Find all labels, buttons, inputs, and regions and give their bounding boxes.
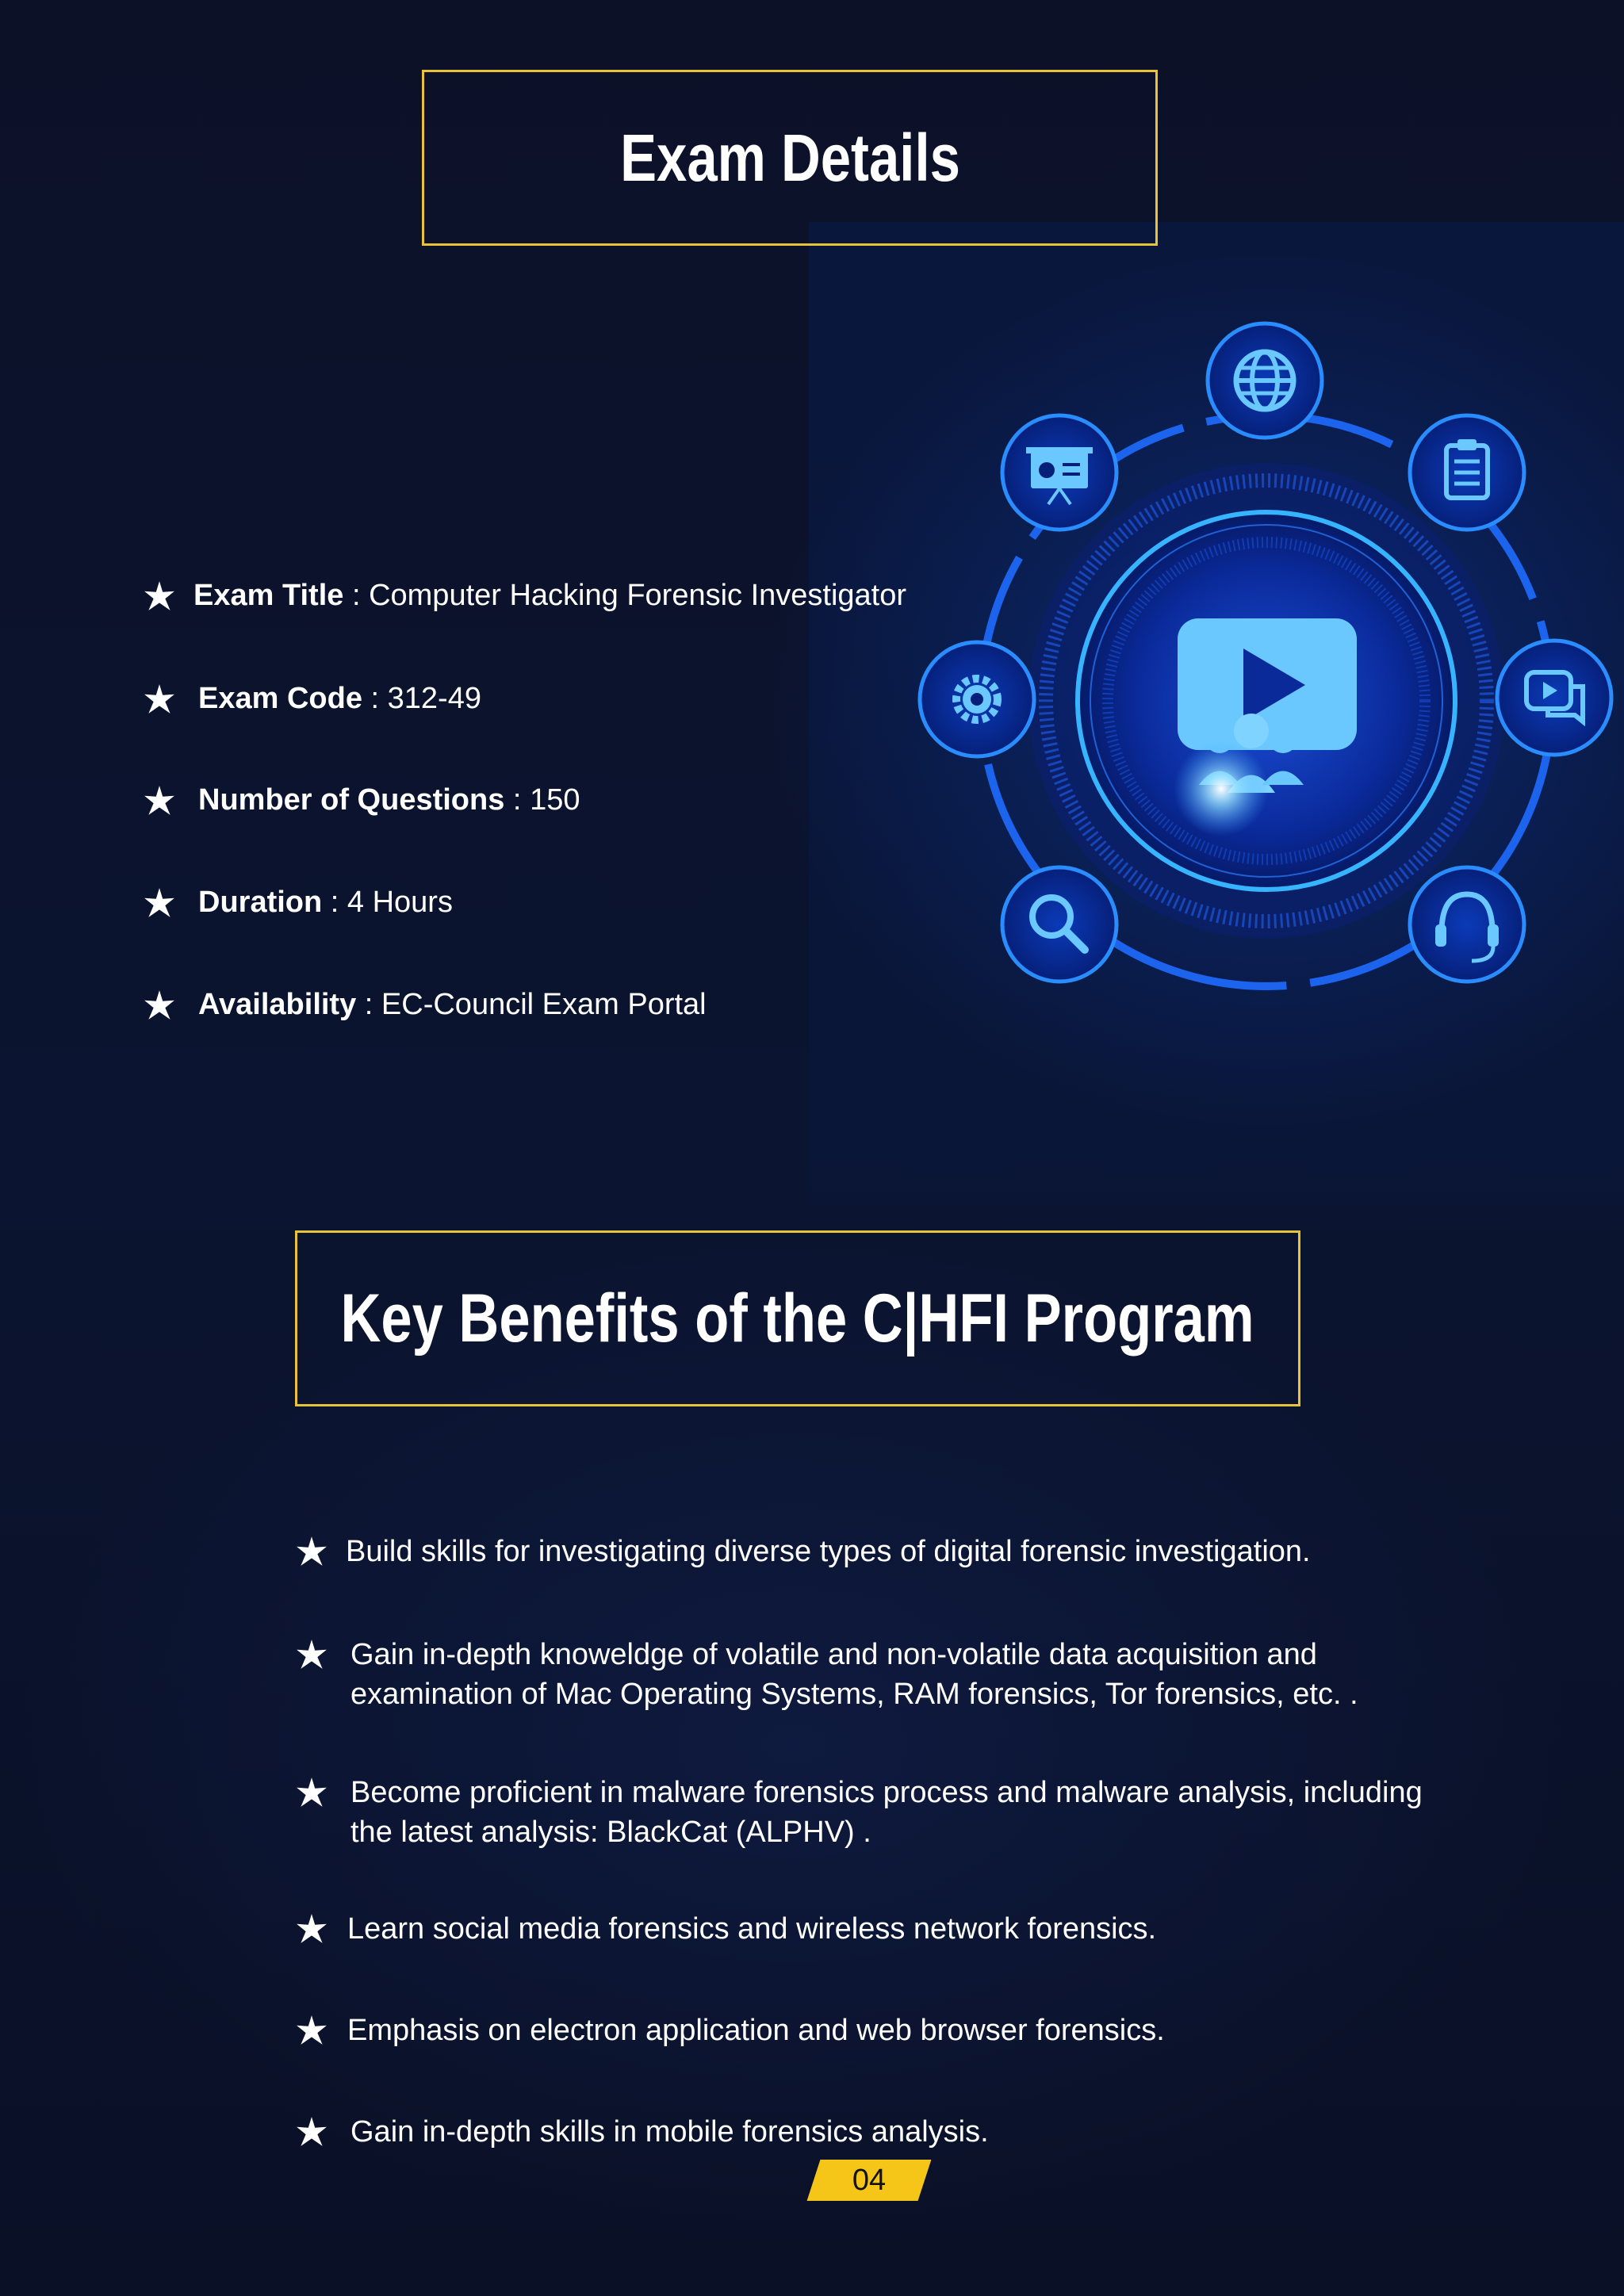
exam-detail-item: Exam Title : Computer Hacking Forensic I… <box>143 579 906 613</box>
clipboard-checklist-icon <box>1408 413 1526 532</box>
benefit-item: Gain in-depth knoweldge of volatile and … <box>295 1635 1453 1714</box>
benefit-item: Learn social media forensics and wireles… <box>295 1909 1469 1949</box>
page-number-badge: 04 <box>806 2160 932 2201</box>
video-chat-icon <box>1495 638 1614 757</box>
exam-detail-separator: : <box>362 682 388 715</box>
star-bullet-icon <box>297 2015 327 2045</box>
star-bullet-icon <box>297 1640 327 1669</box>
headset-icon <box>1408 865 1526 984</box>
exam-detail-value: 150 <box>530 783 580 817</box>
exam-detail-separator: : <box>343 579 370 612</box>
exam-detail-item: Duration : 4 Hours <box>143 886 453 920</box>
exam-detail-label: Availability <box>198 988 357 1021</box>
benefit-text: Learn social media forensics and wireles… <box>347 1912 1157 1946</box>
exam-detail-value: 4 Hours <box>347 886 453 919</box>
benefit-item: Build skills for investigating diverse t… <box>295 1532 1469 1571</box>
benefit-item: Gain in-depth skills in mobile forensics… <box>295 2112 1469 2152</box>
benefit-text: Become proficient in malware forensics p… <box>350 1776 1423 1849</box>
star-bullet-icon <box>144 887 174 917</box>
benefit-item: Become proficient in malware forensics p… <box>295 1773 1453 1852</box>
key-benefits-title-box: Key Benefits of the C|HFI Program <box>295 1230 1300 1406</box>
key-benefits-heading: Key Benefits of the C|HFI Program <box>340 1280 1255 1357</box>
exam-detail-label: Exam Code <box>198 682 362 715</box>
lens-flare <box>1174 741 1269 836</box>
star-bullet-icon <box>297 1914 327 1943</box>
star-bullet-icon <box>297 2117 327 2146</box>
star-bullet-icon <box>144 683 174 714</box>
benefit-text: Emphasis on electron application and web… <box>347 2014 1165 2047</box>
search-icon <box>1000 865 1119 984</box>
presentation-board-icon <box>1000 413 1119 532</box>
benefit-text: Build skills for investigating diverse t… <box>346 1535 1311 1568</box>
benefit-item: Emphasis on electron application and web… <box>295 2011 1469 2050</box>
forensics-hub-graphic <box>917 321 1614 990</box>
star-bullet-icon <box>297 1777 327 1807</box>
benefit-text: Gain in-depth knoweldge of volatile and … <box>350 1638 1358 1711</box>
benefit-text: Gain in-depth skills in mobile forensics… <box>350 2115 989 2149</box>
exam-detail-item: Exam Code : 312-49 <box>143 682 481 716</box>
exam-detail-item: Number of Questions : 150 <box>143 783 580 817</box>
star-bullet-icon <box>144 580 174 610</box>
exam-detail-label: Number of Questions <box>198 783 505 817</box>
exam-detail-value: 312-49 <box>387 682 481 715</box>
exam-detail-separator: : <box>356 988 381 1021</box>
page-number: 04 <box>852 2163 887 2197</box>
globe-icon <box>1205 321 1324 440</box>
exam-detail-separator: : <box>322 886 347 919</box>
exam-details-heading: Exam Details <box>619 120 960 195</box>
exam-detail-value: Computer Hacking Forensic Investigator <box>369 579 907 612</box>
exam-detail-value: EC-Council Exam Portal <box>381 988 707 1021</box>
exam-detail-separator: : <box>504 783 530 817</box>
exam-details-title-box: Exam Details <box>422 70 1158 246</box>
star-bullet-icon <box>144 785 174 815</box>
star-bullet-icon <box>297 1536 327 1566</box>
exam-detail-label: Duration <box>198 886 323 919</box>
exam-detail-label: Exam Title <box>193 579 344 612</box>
exam-detail-item: Availability : EC-Council Exam Portal <box>143 988 707 1022</box>
star-bullet-icon <box>144 989 174 1020</box>
gear-icon <box>917 640 1036 759</box>
